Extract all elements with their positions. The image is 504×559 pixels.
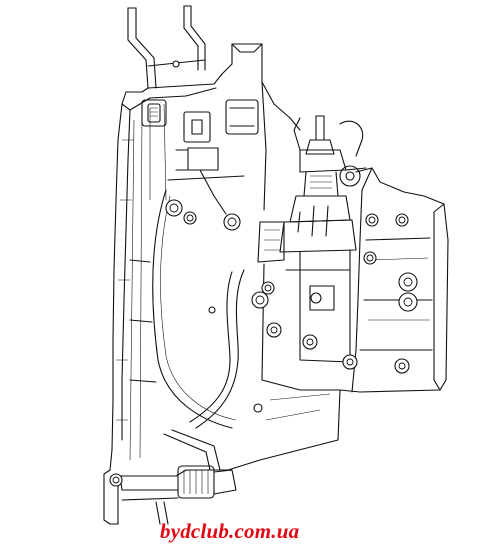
bolt: [399, 273, 417, 291]
rear-case: [228, 168, 448, 470]
bolt: [110, 474, 122, 486]
housing-ribs: [116, 104, 236, 460]
bolt: [209, 307, 215, 313]
bolt: [267, 323, 281, 337]
bolt: [254, 404, 262, 412]
bolt: [166, 200, 182, 216]
bolt: [224, 214, 240, 230]
main-housing-outline: [104, 44, 300, 524]
bolt: [364, 252, 376, 264]
bolt: [262, 282, 274, 294]
bolt: [252, 292, 268, 308]
bolt: [399, 293, 417, 311]
housing-bolts: [110, 61, 417, 486]
upper-connector-assembly: [142, 100, 258, 214]
bolt: [173, 61, 179, 67]
bolt: [396, 214, 408, 226]
top-mounting-bracket: [128, 6, 205, 88]
bolt: [343, 355, 357, 369]
bolt: [184, 212, 196, 224]
lower-mount-and-harness: [120, 270, 244, 524]
bolt: [395, 359, 409, 373]
bolt: [366, 214, 378, 226]
shift-mechanism: [258, 116, 366, 262]
bolt: [303, 335, 317, 349]
bolt: [311, 293, 321, 303]
watermark-text: bydclub.com.ua: [160, 519, 300, 543]
